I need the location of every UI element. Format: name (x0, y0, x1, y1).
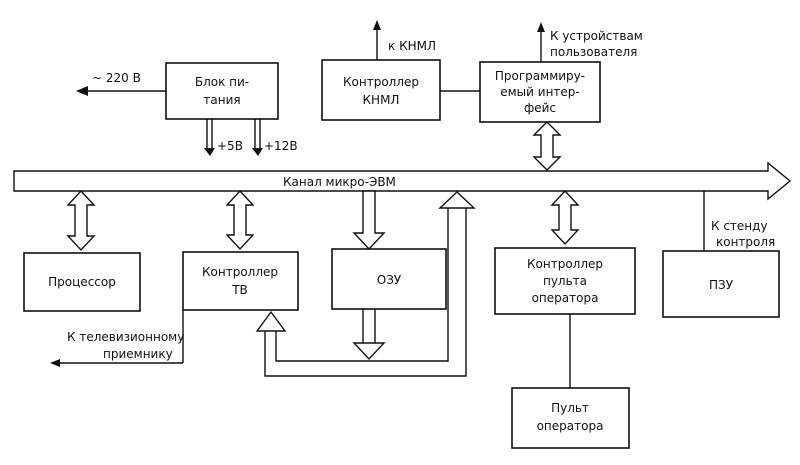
fdd-controller-block: Контроллер КНМЛ (321, 59, 441, 121)
ram-tv-return-path (255, 191, 476, 377)
svg-text:оператора: оператора (532, 291, 599, 305)
svg-text:ПЗУ: ПЗУ (709, 278, 734, 292)
processor-block: Процессор (23, 252, 141, 312)
console-controller-block: Контроллер пульта оператора (494, 247, 636, 315)
to-stand-label-2: контроля (716, 235, 775, 249)
console-block: Пульт оператора (511, 387, 630, 449)
interface-bus-arrow (532, 121, 562, 171)
bus-arrow (13, 161, 792, 201)
to-stand-label-1: К стенду (711, 219, 768, 233)
to-tv-arrow (50, 310, 184, 367)
svg-text:оператора: оператора (537, 419, 604, 433)
tv-controller-bus-arrow (225, 189, 255, 251)
svg-text:КНМЛ: КНМЛ (363, 93, 400, 107)
bus-ram-arrow (352, 190, 386, 251)
mains-arrow (76, 86, 166, 96)
rom-block: ПЗУ (662, 250, 780, 318)
to-fdd-arrow (373, 20, 381, 60)
svg-text:тания: тания (203, 93, 240, 107)
processor-bus-arrow (66, 189, 96, 252)
to-fdd-label: к КНМЛ (388, 39, 436, 53)
ram-block: ОЗУ (331, 248, 447, 310)
mains-label: ~ 220 В (92, 71, 141, 85)
to-tv-label-1: К телевизионному (67, 330, 184, 344)
svg-text:Программиру-: Программиру- (495, 69, 585, 83)
to-user-devices-arrow (537, 22, 545, 62)
v5-output (204, 119, 215, 156)
to-user-devices-label-1: К устройствам (550, 29, 643, 43)
svg-text:Пульт: Пульт (551, 401, 589, 415)
svg-text:ОЗУ: ОЗУ (377, 273, 402, 287)
v12-output (252, 119, 263, 156)
svg-text:пульта: пульта (543, 274, 587, 288)
to-tv-label-2: приемнику (103, 347, 173, 361)
prog-interface-block: Программиру- емый интер- фейс (479, 61, 601, 123)
v5-label: +5В (217, 139, 243, 153)
svg-text:Контроллер: Контроллер (527, 257, 603, 271)
svg-text:Контроллер: Контроллер (343, 75, 419, 89)
power-supply-block: Блок пи- тания (165, 62, 279, 120)
to-user-devices-label-2: пользователя (550, 45, 637, 59)
console-controller-bus-arrow (550, 189, 580, 246)
svg-text:ТВ: ТВ (231, 283, 248, 297)
svg-text:Процессор: Процессор (48, 275, 116, 289)
svg-text:Блок пи-: Блок пи- (195, 75, 249, 89)
svg-text:Контроллер: Контроллер (202, 265, 278, 279)
bus-label: Канал микро-ЭВМ (283, 175, 396, 189)
v12-label: +12В (264, 139, 298, 153)
tv-controller-block: Контроллер ТВ (182, 251, 299, 311)
svg-text:емый интер-: емый интер- (500, 85, 580, 99)
svg-text:фейс: фейс (524, 101, 556, 115)
